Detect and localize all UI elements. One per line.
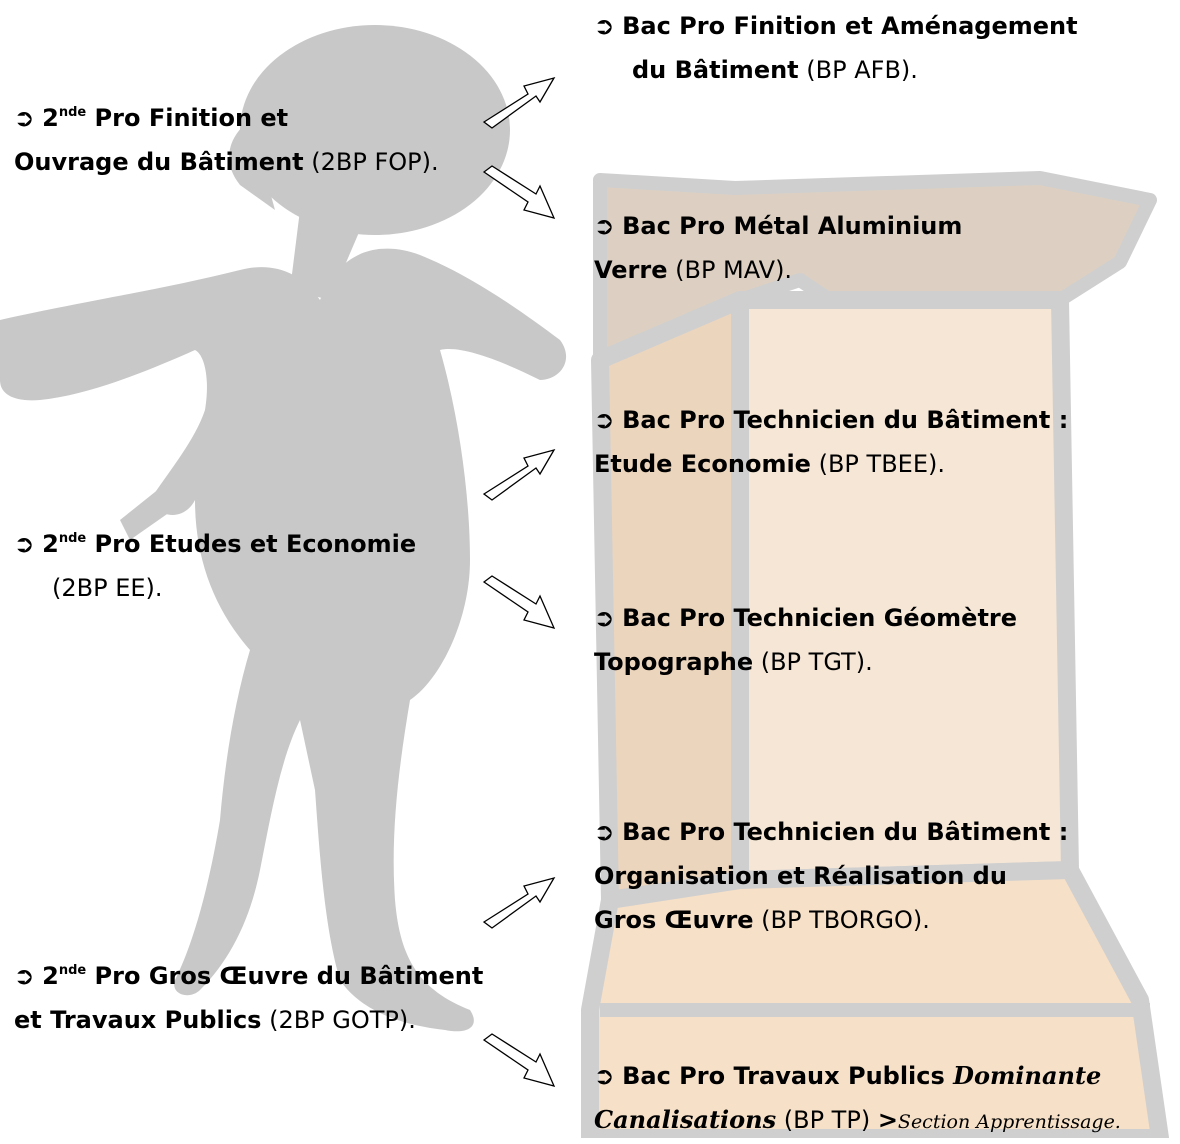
- arrow-icon: [482, 76, 556, 129]
- right-item-mav: ➲Bac Pro Métal Aluminium Verre (BP MAV).: [593, 204, 962, 292]
- arrow-bullet-icon: ➲: [593, 12, 615, 40]
- arrow-bullet-icon: ➲: [593, 818, 615, 846]
- podium-illustration: [581, 171, 1169, 1138]
- figure-silhouette: [0, 25, 567, 1032]
- right-item-tborgo: ➲Bac Pro Technicien du Bâtiment : Organi…: [593, 810, 1068, 942]
- arrow-icon: [482, 165, 556, 219]
- arrow-icon: [482, 575, 556, 629]
- arrow-bullet-icon: ➲: [593, 406, 615, 434]
- right-item-tbee: ➲Bac Pro Technicien du Bâtiment : Etude …: [593, 398, 1068, 486]
- left-item-ee: ➲2nde Pro Etudes et Economie (2BP EE).: [13, 522, 416, 610]
- arrow-bullet-icon: ➲: [13, 962, 35, 990]
- arrow-icon: [482, 448, 556, 501]
- arrow-bullet-icon: ➲: [593, 212, 615, 240]
- arrow-bullet-icon: ➲: [13, 530, 35, 558]
- arrow-bullet-icon: ➲: [13, 104, 35, 132]
- arrow-icon: [482, 1033, 556, 1087]
- right-item-tp: ➲Bac Pro Travaux Publics Dominante Canal…: [593, 1054, 1120, 1144]
- right-item-tgt: ➲Bac Pro Technicien Géomètre Topographe …: [593, 596, 1017, 684]
- arrow-bullet-icon: ➲: [593, 604, 615, 632]
- arrow-bullet-icon: ➲: [593, 1062, 615, 1090]
- arrow-icon: [482, 876, 556, 929]
- right-item-afb: ➲Bac Pro Finition et Aménagement du Bâti…: [593, 4, 1077, 92]
- left-item-gotp: ➲2nde Pro Gros Œuvre du Bâtiment et Trav…: [13, 954, 483, 1042]
- left-item-fop: ➲2nde Pro Finition et Ouvrage du Bâtimen…: [13, 96, 438, 184]
